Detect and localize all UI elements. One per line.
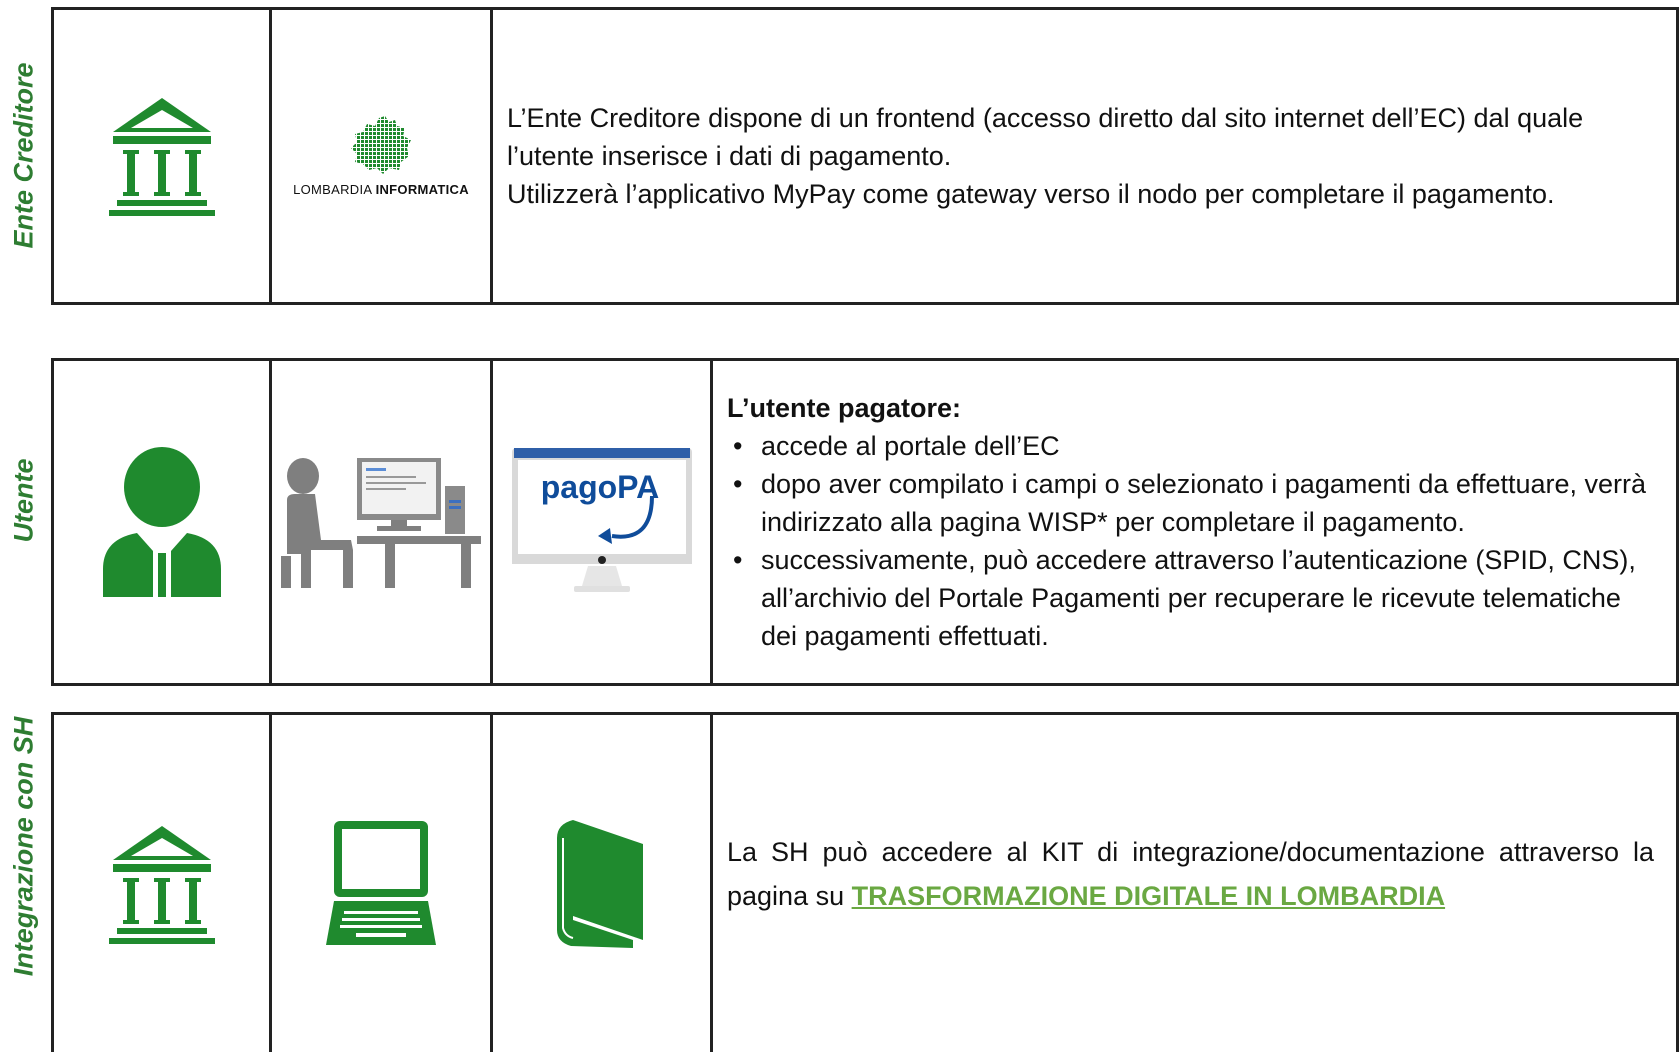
ente-paragraph-1: L’Ente Creditore dispone di un frontend … <box>507 103 1584 171</box>
laptop-icon <box>326 820 436 947</box>
pagopa-text: pagoPA <box>540 469 659 505</box>
utente-description: L’utente pagatore: accede al portale del… <box>713 361 1676 683</box>
integrazione-laptop-cell <box>272 715 493 1052</box>
section-label-utente: Utente <box>0 360 48 640</box>
utente-bullet-list: accede al portale dell’EC dopo aver comp… <box>727 427 1654 655</box>
integrazione-description: La SH può accedere al KIT di integrazion… <box>713 715 1676 1033</box>
utente-label: Utente <box>8 457 39 543</box>
ente-paragraph-2: Utilizzerà l’applicativo MyPay come gate… <box>507 179 1555 209</box>
integrazione-bank-cell <box>54 715 272 1052</box>
integrazione-book-cell <box>493 715 713 1052</box>
trasformazione-digitale-link[interactable]: TRASFORMAZIONE DIGITALE IN LOMBARDIA <box>851 881 1446 911</box>
pagopa-monitor-icon: pagoPA <box>511 448 692 596</box>
ente-description: L’Ente Creditore dispone di un frontend … <box>493 10 1676 302</box>
utente-row: pagoPA L’utente pagatore: accede al port… <box>51 358 1679 686</box>
user-icon <box>97 447 227 597</box>
utente-user-cell <box>54 361 272 683</box>
list-item: dopo aver compilato i campi o selezionat… <box>727 465 1654 541</box>
person-at-computer-icon <box>281 456 481 588</box>
bank-icon <box>107 822 217 946</box>
list-item: successivamente, può accedere attraverso… <box>727 541 1654 655</box>
integrazione-row: La SH può accedere al KIT di integrazion… <box>51 712 1679 1052</box>
ente-icon-cell <box>54 10 272 302</box>
ente-creditore-row: LOMBARDIA INFORMATICA L’Ente Creditore d… <box>51 7 1679 305</box>
list-item: accede al portale dell’EC <box>727 427 1654 465</box>
integrazione-paragraph: La SH può accedere al KIT di integrazion… <box>727 837 1654 911</box>
utente-heading: L’utente pagatore: <box>727 393 962 423</box>
utente-pagopa-cell: pagoPA <box>493 361 713 683</box>
section-label-ente: Ente Creditore <box>0 8 48 302</box>
lombardia-logo-cell: LOMBARDIA INFORMATICA <box>272 10 493 302</box>
ente-label: Ente Creditore <box>8 61 39 249</box>
lombardia-informatica-logo <box>349 115 413 174</box>
book-icon <box>556 819 647 948</box>
integrazione-label: Integrazione con SH <box>8 716 39 976</box>
section-label-integrazione: Integrazione con SH <box>0 666 48 1026</box>
logo-text: LOMBARDIA INFORMATICA <box>293 181 469 197</box>
bank-icon <box>107 94 217 218</box>
utente-computer-cell <box>272 361 493 683</box>
